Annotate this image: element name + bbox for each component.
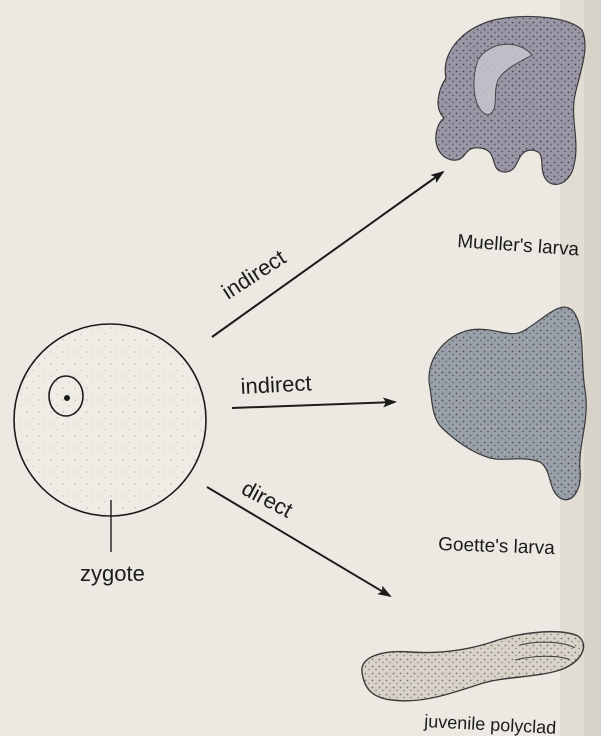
goette-label: Goette's larva — [438, 534, 556, 559]
nucleolus — [64, 395, 70, 401]
zygote-stipple — [15, 325, 205, 515]
mueller-larva-stipple — [436, 17, 585, 185]
zygote-label: zygote — [80, 561, 145, 586]
arrow-middle-label: indirect — [240, 370, 312, 399]
